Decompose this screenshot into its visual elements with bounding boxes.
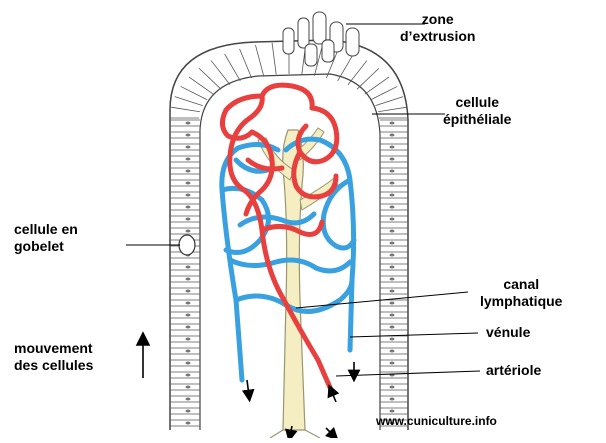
epithelial-cell-wall [272,43,276,75]
epithelial-nucleus [186,230,191,233]
epithelial-nucleus [186,314,191,317]
epithelial-nucleus [390,362,395,365]
epithelial-nucleus [390,194,395,197]
epithelial-nucleus [390,278,395,281]
goblet-cell [179,235,195,255]
epithelial-nucleus [390,122,395,125]
epithelial-nucleus [390,350,395,353]
epithelial-nucleus [390,230,395,233]
epithelial-nucleus [390,134,395,137]
epithelial-nucleus [390,254,395,257]
epithelial-nucleus [186,122,191,125]
epithelial-nucleus [186,350,191,353]
label-venule: vénule [486,324,530,341]
epithelial-nucleus [390,206,395,209]
epithelial-nucleus [390,314,395,317]
epithelial-nucleus [186,194,191,197]
epithelial-nucleus [390,218,395,221]
epithelial-cell-wall [240,49,252,78]
epithelial-cell-wall [181,86,207,99]
epithelial-nucleus [186,158,191,161]
epithelial-nucleus [390,398,395,401]
epithelial-nucleus [186,386,191,389]
epithelial-nucleus [186,170,191,173]
label-cellule-gobelet: cellule en gobelet [14,221,78,255]
epithelial-nucleus [186,374,191,377]
epithelial-cell-wall [371,86,397,99]
epithelial-nucleus [186,134,191,137]
label-zone-extrusion: zone d’extrusion [400,11,475,45]
epithelial-nucleus [390,326,395,329]
epithelial-nucleus [390,302,395,305]
epithelial-nucleus [390,146,395,149]
epithelial-nucleus [186,338,191,341]
epithelial-nucleus [186,410,191,413]
epithelial-cell-wall [255,45,263,76]
epithelial-nucleus [390,242,395,245]
epithelial-cell-wall [171,107,200,112]
epithelial-nucleus [390,338,395,341]
epithelial-nucleus [186,362,191,365]
epithelial-nucleus [186,266,191,269]
epithelial-nucleus [390,158,395,161]
epithelial-nucleus [186,422,191,425]
epithelial-cell-wall [175,97,203,106]
epithelial-nucleus [186,218,191,221]
epithelial-nucleus [186,290,191,293]
epithelial-nucleus [390,170,395,173]
epithelial-cell-wall [338,54,354,81]
epithelial-nucleus [390,182,395,185]
extrusion-cells [283,12,359,66]
epithelial-nucleus [390,266,395,269]
epithelial-cell-wall [378,107,407,112]
epithelial-nucleus [390,290,395,293]
label-mouvement-cellules: mouvement des cellules [14,340,93,374]
epithelial-nucleus [186,146,191,149]
label-cellule-epitheliale: cellule épithéliale [443,94,511,128]
epithelial-cell-wall [348,61,367,85]
epithelial-cell-wall [365,77,389,94]
epithelial-cell-wall [375,97,403,106]
movement-up-arrow-icon [137,333,149,378]
epithelial-nucleus [186,182,191,185]
epithelial-cell-wall [189,77,213,94]
label-canal-lymphatique: canal lymphatique [480,276,562,310]
epithelial-nucleus [186,398,191,401]
watermark: www.cuniculture.info [376,414,497,428]
label-arteriole: artériole [486,362,541,379]
epithelial-nucleus [390,410,395,413]
epithelial-nucleus [186,278,191,281]
epithelial-nucleus [186,302,191,305]
epithelial-nucleus [390,386,395,389]
epithelial-cell-wall [211,61,230,85]
lymph-root [270,430,320,438]
epithelial-nucleus [186,326,191,329]
epithelial-nucleus [186,206,191,209]
epithelial-cell-wall [225,54,241,81]
